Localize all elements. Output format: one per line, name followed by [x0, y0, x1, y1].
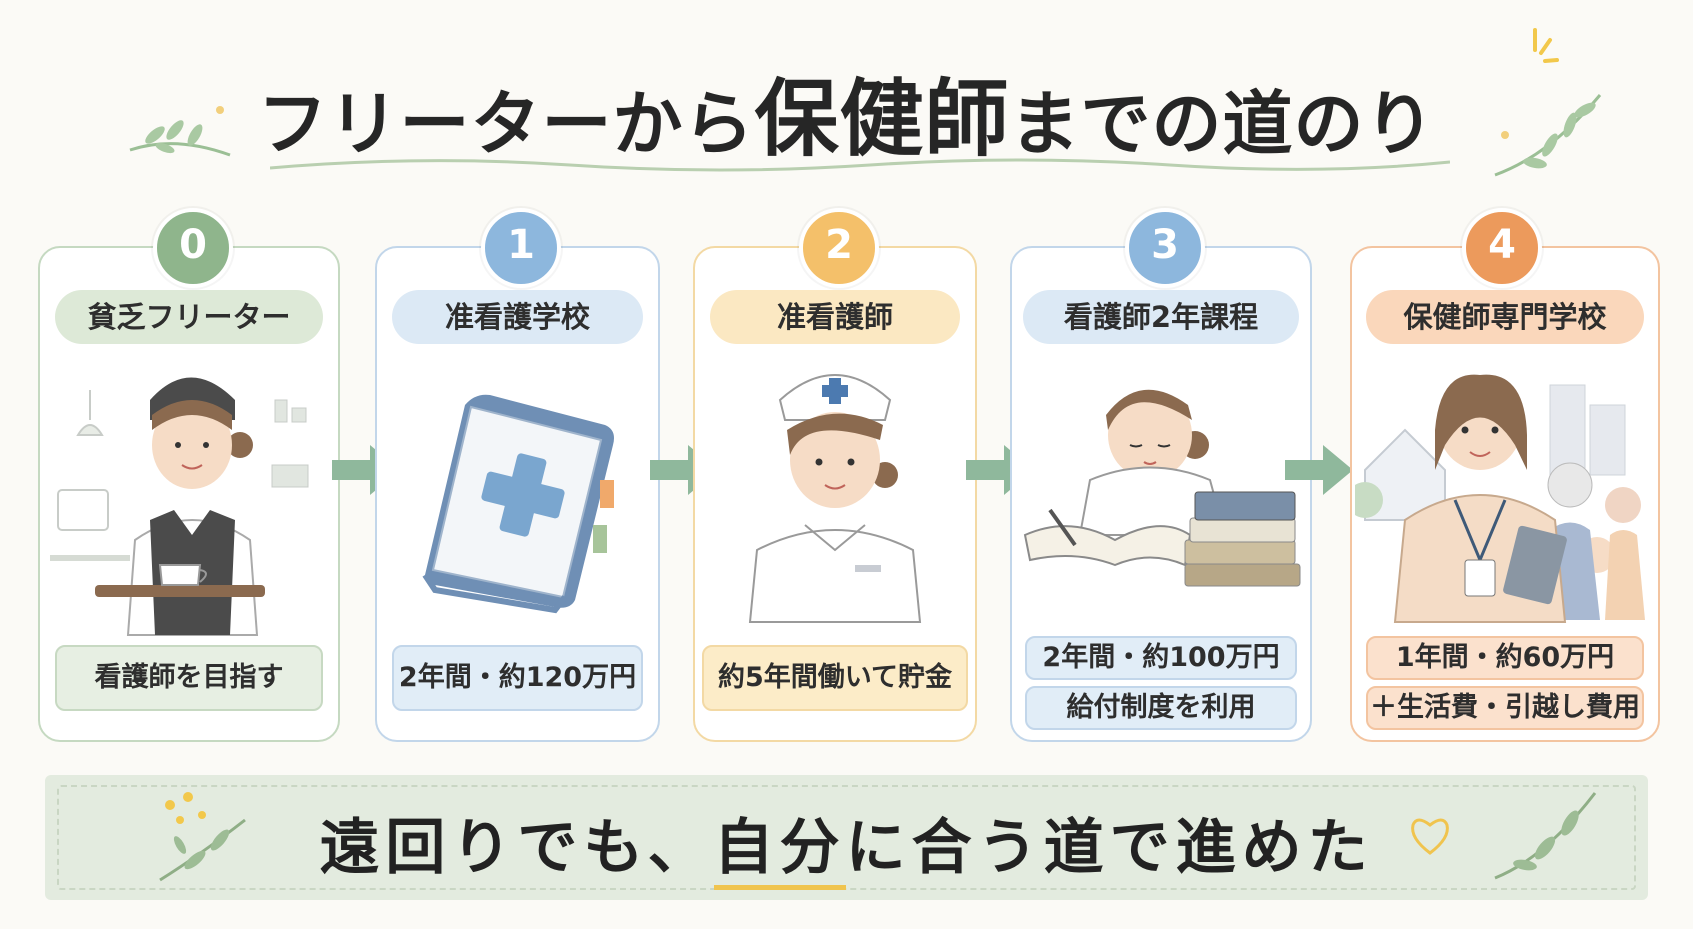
arrow-right-icon	[1285, 445, 1353, 495]
step-note-1-0: 2年間・約120万円	[392, 645, 643, 711]
title-post: までの道のり	[1009, 83, 1436, 165]
leaf-sprig-banner-icon	[1494, 792, 1597, 880]
banner-message: 遠回りでも、自分に合う道で進めた	[45, 799, 1648, 890]
title-pre: フリーターから	[257, 83, 755, 165]
waitress-illustration	[50, 377, 309, 636]
heart-icon	[1411, 818, 1449, 855]
step-number-3: 3	[1125, 208, 1205, 288]
banner-text-pre: 遠回りでも、	[319, 813, 714, 883]
step-label-0: 貧乏フリーター	[55, 290, 323, 344]
step-number-0: 0	[153, 208, 233, 288]
public-health-nurse-illustration	[1355, 374, 1645, 623]
title-area: フリーターから保健師までの道のり	[0, 0, 1693, 190]
sparkle-icon	[1533, 28, 1559, 63]
step-label-3: 看護師2年課程	[1023, 290, 1299, 344]
step-note-2-0: 約5年間働いて貯金	[702, 645, 968, 711]
step-number-1: 1	[481, 208, 561, 288]
step-label-4: 保健師専門学校	[1366, 290, 1644, 344]
title-big: 保健師	[754, 70, 1010, 168]
leaf-sprig-right-icon	[1494, 94, 1602, 177]
step-note-3-1: 給付制度を利用	[1025, 686, 1297, 730]
step-number-2: 2	[799, 208, 879, 288]
step-note-4-1: ＋生活費・引越し費用	[1366, 686, 1644, 730]
step-number-4: 4	[1462, 208, 1542, 288]
banner-text-highlight: 自分	[713, 813, 846, 890]
student-studying-illustration	[1023, 389, 1301, 587]
step-note-3-0: 2年間・約100万円	[1025, 636, 1297, 680]
textbook-illustration	[422, 394, 614, 614]
nurse-illustration	[748, 374, 922, 623]
page-title: フリーターから保健師までの道のり	[0, 52, 1693, 173]
title-underline	[270, 158, 1450, 172]
step-note-4-0: 1年間・約60万円	[1366, 636, 1644, 680]
step-note-0-0: 看護師を目指す	[55, 645, 323, 711]
flower-sprig-icon	[159, 792, 246, 882]
step-label-2: 准看護師	[710, 290, 960, 344]
leaf-sprig-left-icon	[129, 106, 231, 157]
step-label-1: 准看護学校	[392, 290, 643, 344]
banner-text-post: に合う道で進めた	[845, 813, 1374, 883]
bottom-banner: 遠回りでも、自分に合う道で進めた	[45, 775, 1648, 900]
